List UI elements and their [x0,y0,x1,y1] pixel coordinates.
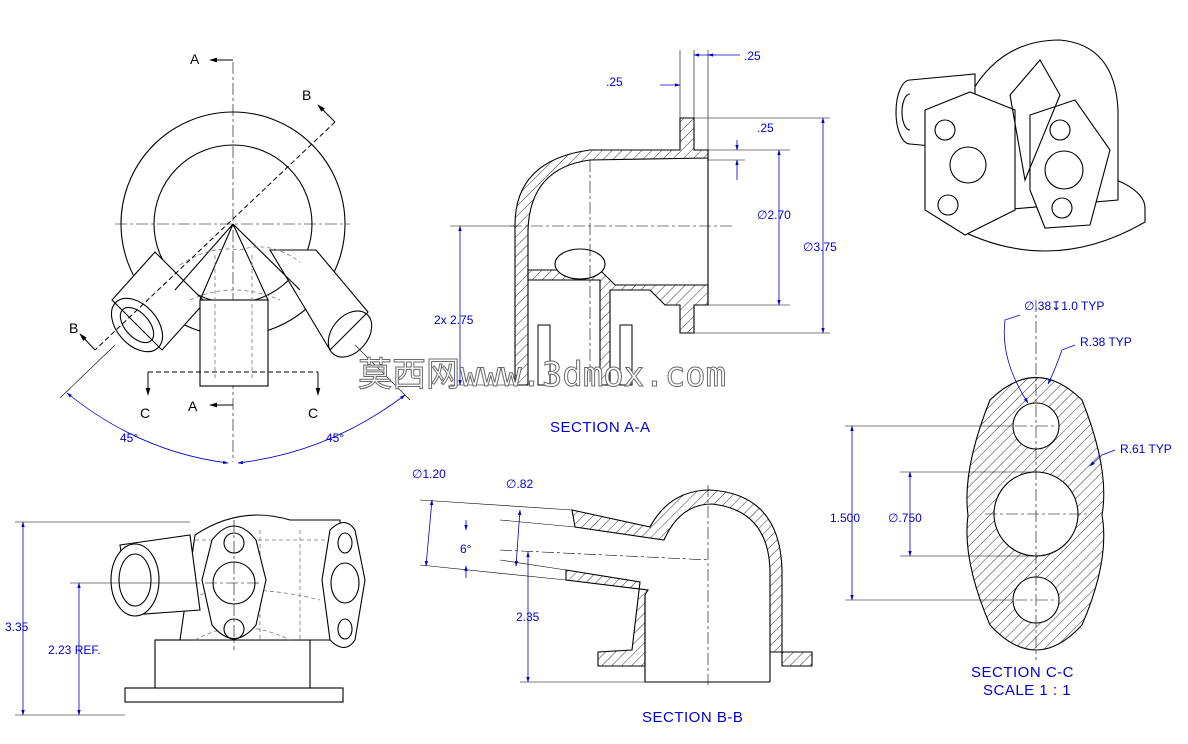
central-stem [199,299,269,387]
cut-label-c-right: C [308,405,318,421]
a-dia-outer-dim: ∅3.75 [803,240,837,254]
section-b-top-hatch [571,489,783,653]
top-view: A A B B C C 45° 45° [59,51,411,465]
left-port-opening [110,297,164,353]
a-dia-inner-dim: ∅2.70 [757,208,791,222]
front-right-flange [321,521,366,649]
section-b-cut-line [94,121,336,351]
c-hole-dim: ∅.38↧1.0 TYP [1024,299,1104,313]
c-spacing-dim: 1.500 [830,511,860,525]
a-wall-left-dim: .25 [606,75,623,89]
section-a-a: .25 .25 .25 ∅2.70 ∅3.75 2x 2.75 SECTION … [434,49,837,436]
cut-label-c-left: C [140,405,150,421]
iso-left-flange [924,91,1016,236]
front-height-dim: 3.35 [5,620,29,634]
section-b-bottom-hatch [565,569,649,667]
a-wall-right-dim: .25 [744,49,761,63]
b-angle-dim: 6° [460,542,472,556]
section-a-title: SECTION A-A [550,419,651,436]
cut-label-a-bottom: A [188,398,198,414]
front-left-port [110,543,160,617]
c-dia-center-dim: ∅.750 [888,511,922,525]
angle-dim-right [237,394,406,465]
c-r-small-dim: R.38 TYP [1080,335,1132,349]
section-a-side-port [554,248,606,280]
section-b-title: SECTION B-B [642,709,743,726]
left-port-boss [111,251,206,351]
b-height-dim: 2.35 [516,610,540,624]
cut-label-b-top: B [302,87,311,103]
front-center-flange [201,525,267,640]
angle-left-label: 45° [120,431,138,445]
section-c-c: ∅.38↧1.0 TYP R.38 TYP R.61 TYP 1.500 ∅.7… [830,299,1172,699]
angle-right-label: 45° [326,431,344,445]
cut-label-a-top: A [190,51,200,67]
b-dia-outer-dim: ∅1.20 [412,467,446,481]
a-height-dim: 2x 2.75 [434,313,474,327]
right-port-boss [269,249,369,351]
section-c-title: SECTION C-C [971,664,1074,681]
a-flange-dim: .25 [757,121,774,135]
cut-label-b-left: B [69,320,78,336]
c-r-large-dim: R.61 TYP [1120,442,1172,456]
front-ref-dim: 2.23 REF. [48,643,101,657]
section-a-wall-hatch [514,117,709,386]
b-dia-inner-dim: ∅.82 [506,477,533,491]
isometric-view [895,39,1146,252]
section-b-b: ∅1.20 ∅.82 6° 2.35 SECTION B-B [412,467,813,726]
front-view: 3.35 2.23 REF. [5,514,366,716]
section-a-base-hatch [527,269,709,386]
angle-dim-left [66,392,229,465]
watermark: 莫西网www.3dmox.com [358,355,726,395]
section-c-scale: SCALE 1 : 1 [983,682,1071,699]
